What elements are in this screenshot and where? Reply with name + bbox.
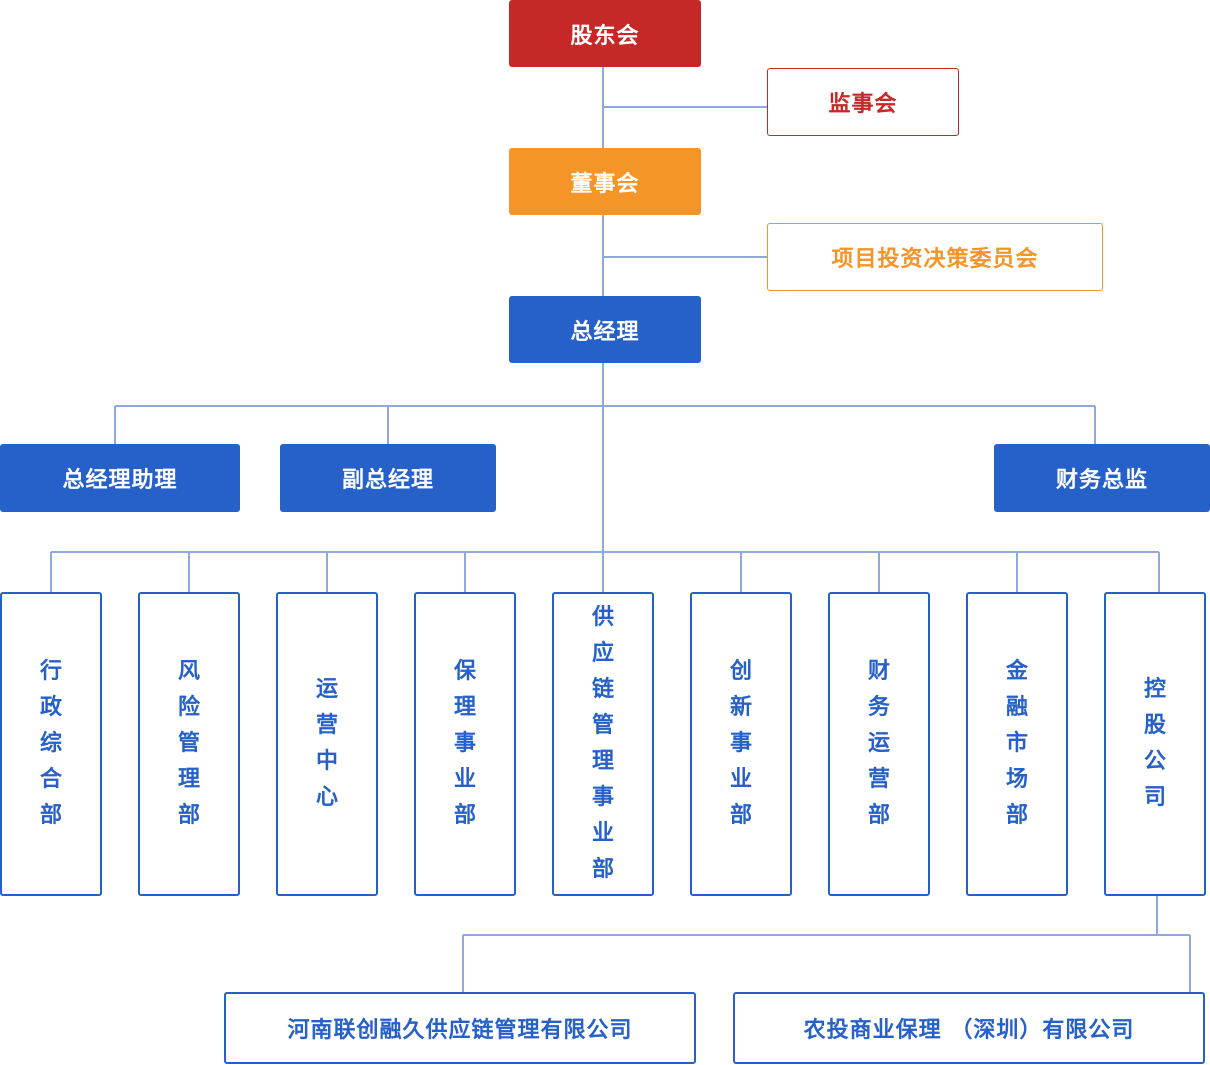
department-label-char: 场	[1005, 767, 1028, 792]
department-label-char: 司	[1143, 785, 1166, 810]
department-label-char: 部	[867, 803, 890, 828]
subsidiary-label: 河南联创融久供应链管理有限公司	[287, 1018, 633, 1043]
department-label-char: 管	[177, 731, 200, 756]
investment-committee-label: 项目投资决策委员会	[831, 247, 1039, 272]
department-label-char: 创	[729, 659, 752, 684]
department-label-char: 营	[867, 767, 890, 792]
department-box: 创新事业部	[690, 592, 792, 896]
department-label-char: 应	[591, 641, 614, 666]
department-label-char: 务	[867, 695, 890, 720]
department-label-char: 链	[591, 677, 614, 702]
department-box: 保理事业部	[414, 592, 516, 896]
department-label-char: 业	[591, 821, 614, 846]
general-manager-box: 总经理	[509, 296, 701, 363]
department-box: 运营中心	[276, 592, 378, 896]
department-label-char: 财	[867, 659, 890, 684]
department-label-char: 风	[177, 659, 200, 684]
department-label-char: 事	[591, 785, 614, 810]
gm-assistant-label: 总经理助理	[62, 468, 178, 493]
department-label-char: 金	[1005, 659, 1028, 684]
supervisors-box: 监事会	[767, 68, 959, 136]
shareholders-label: 股东会	[570, 23, 640, 49]
department-label-char: 部	[729, 803, 752, 828]
department-label-char: 控	[1143, 677, 1166, 702]
subsidiary-box-shenzhen: 农投商业保理 （深圳）有限公司	[733, 992, 1205, 1064]
department-label: 运营中心	[316, 672, 338, 816]
department-label-char: 部	[1005, 803, 1028, 828]
department-label-char: 事	[729, 731, 752, 756]
department-label-char: 理	[591, 749, 614, 774]
department-label-char: 新	[729, 695, 752, 720]
department-label-char: 管	[591, 713, 614, 738]
department-label-char: 运	[315, 677, 338, 702]
department-box: 风险管理部	[138, 592, 240, 896]
general-manager-label: 总经理	[570, 319, 640, 345]
deputy-gm-box: 副总经理	[280, 444, 496, 512]
investment-committee-box: 项目投资决策委员会	[767, 223, 1103, 291]
board-box: 董事会	[509, 148, 701, 215]
department-box: 财务运营部	[828, 592, 930, 896]
department-label-char: 行	[39, 659, 62, 684]
subsidiary-label: 农投商业保理 （深圳）有限公司	[803, 1018, 1135, 1043]
department-label-char: 业	[453, 767, 476, 792]
department-label-char: 综	[39, 731, 62, 756]
department-label-char: 合	[39, 767, 62, 792]
department-label-char: 事	[453, 731, 476, 756]
cfo-label: 财务总监	[1055, 468, 1148, 493]
department-label-char: 心	[315, 785, 338, 810]
department-label-char: 供	[591, 605, 614, 630]
department-label-char: 理	[177, 767, 200, 792]
department-box: 供应链管理事业部	[552, 592, 654, 896]
deputy-gm-label: 副总经理	[341, 468, 434, 493]
department-label-char: 部	[453, 803, 476, 828]
department-label-char: 理	[453, 695, 476, 720]
department-label-char: 业	[729, 767, 752, 792]
department-label: 保理事业部	[454, 654, 476, 834]
department-label: 财务运营部	[868, 654, 890, 834]
department-label-char: 政	[39, 695, 62, 720]
subsidiary-box-henan: 河南联创融久供应链管理有限公司	[224, 992, 696, 1064]
department-label: 金融市场部	[1006, 654, 1028, 834]
department-label-char: 市	[1005, 731, 1028, 756]
department-label-char: 融	[1005, 695, 1028, 720]
department-label-char: 运	[867, 731, 890, 756]
department-label-char: 部	[39, 803, 62, 828]
department-label: 控股公司	[1144, 672, 1166, 816]
shareholders-box: 股东会	[509, 0, 701, 67]
department-label-char: 中	[315, 749, 338, 774]
department-label-char: 部	[177, 803, 200, 828]
department-label: 行政综合部	[40, 654, 62, 834]
cfo-box: 财务总监	[994, 444, 1210, 512]
gm-assistant-box: 总经理助理	[0, 444, 240, 512]
board-label: 董事会	[570, 171, 640, 197]
department-label-char: 营	[315, 713, 338, 738]
supervisors-label: 监事会	[828, 92, 898, 117]
department-label: 供应链管理事业部	[592, 600, 614, 888]
department-label: 风险管理部	[178, 654, 200, 834]
department-label-char: 保	[453, 659, 476, 684]
department-label-char: 险	[177, 695, 200, 720]
department-box: 行政综合部	[0, 592, 102, 896]
department-box: 金融市场部	[966, 592, 1068, 896]
department-box: 控股公司	[1104, 592, 1206, 896]
department-label: 创新事业部	[730, 654, 752, 834]
department-label-char: 股	[1143, 713, 1166, 738]
department-label-char: 公	[1143, 749, 1166, 774]
department-label-char: 部	[591, 857, 614, 882]
